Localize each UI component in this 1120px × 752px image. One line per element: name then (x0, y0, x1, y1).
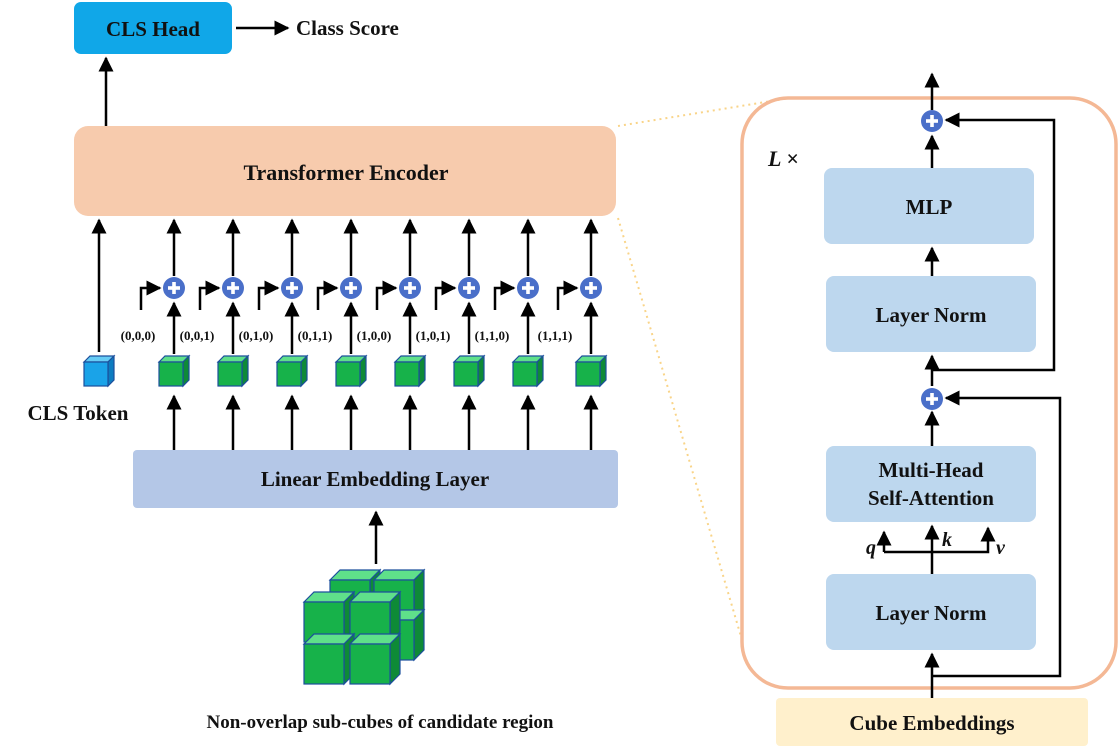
arrow-position-to-add (198, 280, 221, 310)
token-column: (0,0,0) (121, 218, 190, 450)
transformer-encoder-label: Transformer Encoder (243, 160, 448, 185)
v-label: v (996, 537, 1006, 559)
token-column: (1,1,1) (538, 218, 607, 450)
cube-embeddings-box: Cube Embeddings (776, 698, 1088, 746)
position-code-label: (1,0,1) (416, 328, 451, 343)
position-add-icon (580, 277, 602, 299)
position-code-label: (0,0,1) (180, 328, 215, 343)
sub-cube-token (217, 355, 249, 387)
residual-add-2-icon (921, 110, 943, 132)
class-score-label: Class Score (296, 16, 399, 40)
linear-embedding-label: Linear Embedding Layer (261, 467, 489, 491)
position-add-icon (458, 277, 480, 299)
position-code-label: (1,0,0) (357, 328, 392, 343)
position-code-label: (0,1,0) (239, 328, 274, 343)
position-code-label: (0,0,0) (121, 328, 156, 343)
position-add-icon (340, 277, 362, 299)
mhsa-box: Multi-Head Self-Attention (826, 446, 1036, 522)
sub-cubes-caption: Non-overlap sub-cubes of candidate regio… (207, 712, 554, 733)
position-add-icon (163, 277, 185, 299)
layer-norm-bottom-box: Layer Norm (826, 574, 1036, 650)
sub-cube-token (158, 355, 190, 387)
transformer-encoder-box: Transformer Encoder (74, 126, 616, 216)
arrow-position-to-add (493, 280, 516, 310)
position-code-label: (1,1,0) (475, 328, 510, 343)
position-code-label: (0,1,1) (298, 328, 333, 343)
arrow-position-to-add (434, 280, 457, 310)
token-column: (0,0,1) (180, 218, 249, 450)
arrow-position-to-add (375, 280, 398, 310)
sub-cubes-stack (303, 569, 425, 685)
layer-norm-bottom-label: Layer Norm (876, 601, 988, 625)
token-column: (1,0,0) (357, 218, 426, 450)
zoom-line-bottom (617, 217, 743, 641)
repeat-label: L × (767, 146, 799, 171)
arrow-position-to-add (316, 280, 339, 310)
k-label: k (942, 529, 952, 551)
layer-norm-top-box: Layer Norm (826, 276, 1036, 352)
token-column: (1,1,0) (475, 218, 544, 450)
residual-add-1-icon (921, 388, 943, 410)
position-add-icon (222, 277, 244, 299)
cls-head-box: CLS Head (74, 2, 232, 54)
sub-cube-token (575, 355, 607, 387)
position-add-icon (517, 277, 539, 299)
sub-cube-token (335, 355, 367, 387)
mlp-label: MLP (906, 195, 953, 219)
token-column: (1,0,1) (416, 218, 485, 450)
arrow-position-to-add (139, 280, 162, 310)
mhsa-label-line1: Multi-Head (879, 458, 984, 482)
cls-token-label: CLS Token (28, 401, 129, 425)
q-label: q (866, 537, 876, 559)
arrow-position-to-add (257, 280, 280, 310)
encoder-block-frame (740, 96, 1118, 690)
cube-embeddings-label: Cube Embeddings (849, 711, 1014, 735)
sub-cube-token (276, 355, 308, 387)
arrow-position-to-add (556, 280, 579, 310)
token-column: (0,1,0) (239, 218, 308, 450)
token-column: (0,1,1) (298, 218, 367, 450)
sub-cube-token (394, 355, 426, 387)
right-panel-arrows (876, 72, 1062, 698)
position-code-label: (1,1,1) (538, 328, 573, 343)
zoom-line-top (617, 97, 791, 127)
cls-token-cube (83, 355, 115, 387)
layer-norm-top-label: Layer Norm (876, 303, 988, 327)
sub-cube-token (512, 355, 544, 387)
sub-cube-token (453, 355, 485, 387)
cls-head-label: CLS Head (106, 17, 200, 41)
linear-embedding-box: Linear Embedding Layer (133, 450, 618, 508)
mhsa-label-line2: Self-Attention (868, 486, 994, 510)
position-add-icon (399, 277, 421, 299)
mlp-box: MLP (824, 168, 1034, 244)
position-add-icon (281, 277, 303, 299)
token-columns: (0,0,0) (0,0,1) (0,1,0) (0,1,1) (1,0,0) (1,0,… (121, 218, 607, 450)
